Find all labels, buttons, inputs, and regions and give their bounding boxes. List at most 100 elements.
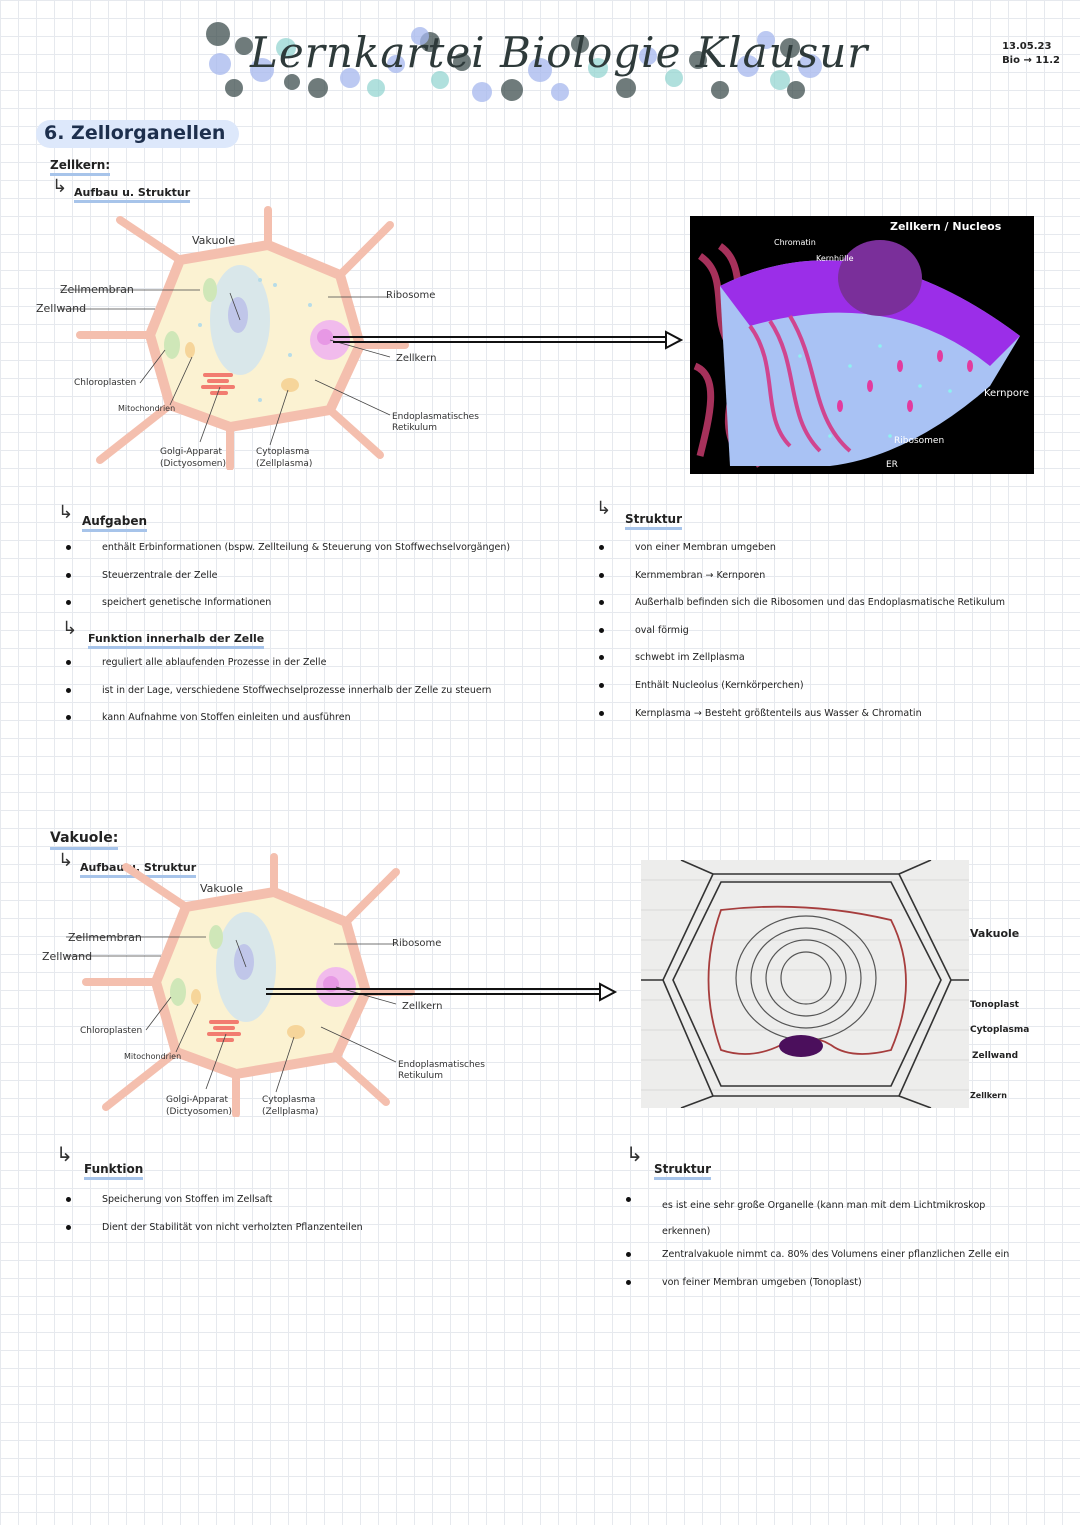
label-er: Endoplasmatisches Retikulum bbox=[392, 412, 479, 434]
label-cytoplasma-2-line1: Cytoplasma bbox=[262, 1095, 316, 1105]
nucleus-photo: Zellkern / Nucleos Chromatin Kernhülle K… bbox=[690, 216, 1034, 474]
vakuole-illustration bbox=[641, 860, 969, 1108]
section-title: 6. Zellorganellen bbox=[36, 120, 240, 148]
vakuole-photo bbox=[641, 860, 969, 1108]
photo-label-er: ER bbox=[886, 460, 898, 470]
vakuole-funktion-heading: Funktion bbox=[84, 1162, 144, 1180]
zellkern-heading-text: Zellkern: bbox=[50, 158, 111, 176]
photo-label-zellkern: Zellkern / Nucleos bbox=[890, 220, 1002, 233]
funktion-heading: Funktion innerhalb der Zelle bbox=[88, 632, 265, 649]
label-cytoplasma: Cytoplasma (Zellplasma) bbox=[256, 446, 312, 470]
label-chloroplasten: Chloroplasten bbox=[74, 378, 137, 388]
label-er-line2: Retikulum bbox=[392, 423, 438, 433]
aufgaben-list: enthält Erbinformationen (bspw. Zellteil… bbox=[65, 541, 510, 624]
label-ribosome-2: Ribosome bbox=[392, 938, 442, 949]
label-golgi-2-line1: Golgi-Apparat bbox=[166, 1095, 229, 1105]
label-cytoplasma-line1: Cytoplasma bbox=[256, 447, 310, 457]
label-cytoplasma-line2: (Zellplasma) bbox=[256, 459, 313, 469]
label-zellwand: Zellwand bbox=[36, 302, 87, 315]
vakuole-struktur-heading-text: Struktur bbox=[654, 1162, 712, 1180]
list-item: es ist eine sehr große Organelle (kann m… bbox=[626, 1193, 1022, 1248]
hook-arrow-icon: ↳ bbox=[596, 498, 612, 519]
vakuole-funktion-list: Speicherung von Stoffen im Zellsaft Dien… bbox=[66, 1193, 363, 1249]
struktur-list: von einer Membran umgeben Kernmembran → … bbox=[598, 541, 1005, 735]
list-item: Kernmembran → Kernporen bbox=[598, 569, 1005, 597]
list-item: Zentralvakuole nimmt ca. 80% des Volumen… bbox=[626, 1248, 1022, 1276]
aufbau-label-text: Aufbau u. Struktur bbox=[74, 186, 191, 203]
label-er-2: Endoplasmatisches Retikulum bbox=[398, 1060, 485, 1082]
photo-label-zellkern: Zellkern bbox=[970, 1091, 1007, 1100]
date-header: 13.05.23 Bio → 11.2 bbox=[1002, 40, 1060, 68]
course-text: Bio → 11.2 bbox=[1002, 55, 1060, 66]
aufgaben-heading-text: Aufgaben bbox=[82, 514, 148, 532]
photo-label-kernhuelle: Kernhülle bbox=[816, 254, 854, 263]
plant-cell-diagram-2 bbox=[66, 853, 415, 1117]
photo-label-tonoplast: Tonoplast bbox=[970, 1000, 1019, 1010]
page-title: Lernkartei Biologie Klausur bbox=[250, 28, 869, 77]
photo-label-chromatin: Chromatin bbox=[774, 238, 816, 247]
label-zellmembran: Zellmembran bbox=[60, 283, 134, 296]
label-golgi: Golgi-Apparat (Dictyosomen) bbox=[160, 446, 226, 470]
hook-arrow-icon: ↳ bbox=[52, 176, 68, 197]
label-mitochondrien: Mitochondrien bbox=[118, 404, 176, 413]
label-mitochondrien-2: Mitochondrien bbox=[124, 1052, 182, 1061]
list-item: enthält Erbinformationen (bspw. Zellteil… bbox=[65, 541, 510, 569]
aufgaben-heading: Aufgaben bbox=[82, 514, 148, 532]
label-er-line1: Endoplasmatisches bbox=[392, 412, 479, 422]
list-item: Kernplasma → Besteht größtenteils aus Wa… bbox=[598, 707, 1005, 735]
label-ribosome: Ribosome bbox=[386, 290, 436, 301]
zellkern-heading: Zellkern: bbox=[50, 158, 111, 176]
vakuole-heading-text: Vakuole: bbox=[50, 830, 119, 850]
label-golgi-line2: (Dictyosomen) bbox=[160, 459, 226, 469]
label-zellmembran-2: Zellmembran bbox=[68, 931, 142, 944]
list-item: kann Aufnahme von Stoffen einleiten und … bbox=[65, 711, 491, 739]
label-golgi-2-line2: (Dictyosomen) bbox=[166, 1107, 232, 1117]
title-decoration-dots bbox=[206, 22, 822, 102]
list-item: Steuerzentrale der Zelle bbox=[65, 569, 510, 597]
photo-label-ribosomen: Ribosomen bbox=[894, 436, 945, 446]
nucleus-illustration bbox=[690, 216, 1034, 474]
list-item: schwebt im Zellplasma bbox=[598, 651, 1005, 679]
list-item: Dient der Stabilität von nicht verholzte… bbox=[66, 1221, 363, 1249]
label-golgi-line1: Golgi-Apparat bbox=[160, 447, 223, 457]
label-vakuole: Vakuole bbox=[192, 234, 235, 247]
hook-arrow-icon: ↳ bbox=[56, 1142, 73, 1166]
hook-arrow-icon: ↳ bbox=[58, 850, 74, 871]
plant-cell-diagram bbox=[60, 206, 409, 470]
label-chloroplasten-2: Chloroplasten bbox=[80, 1026, 143, 1036]
label-er-2-line1: Endoplasmatisches bbox=[398, 1060, 485, 1070]
list-item: von feiner Membran umgeben (Tonoplast) bbox=[626, 1276, 1022, 1304]
label-zellkern-2: Zellkern bbox=[402, 1001, 443, 1012]
label-zellwand-2: Zellwand bbox=[42, 950, 93, 963]
list-item: Enthält Nucleolus (Kernkörperchen) bbox=[598, 679, 1005, 707]
list-item: speichert genetische Informationen bbox=[65, 596, 510, 624]
date-text: 13.05.23 bbox=[1002, 41, 1052, 52]
photo-label-zellwand: Zellwand bbox=[972, 1051, 1019, 1061]
list-item: ist in der Lage, verschiedene Stoffwechs… bbox=[65, 684, 491, 712]
hook-arrow-icon: ↳ bbox=[626, 1142, 643, 1166]
arrow-to-photo-icon bbox=[333, 330, 683, 350]
label-vakuole-2: Vakuole bbox=[200, 882, 243, 895]
label-zellkern: Zellkern bbox=[396, 353, 437, 364]
list-item: Speicherung von Stoffen im Zellsaft bbox=[66, 1193, 363, 1221]
vakuole-aufbau-label: Aufbau u. Struktur bbox=[80, 861, 197, 878]
label-cytoplasma-2-line2: (Zellplasma) bbox=[262, 1107, 319, 1117]
photo-label-cytoplasma: Cytoplasma bbox=[970, 1025, 1030, 1035]
vakuole-heading: Vakuole: bbox=[50, 830, 119, 850]
list-item: Außerhalb befinden sich die Ribosomen un… bbox=[598, 596, 1005, 624]
vakuole-aufbau-label-text: Aufbau u. Struktur bbox=[80, 861, 197, 878]
label-golgi-2: Golgi-Apparat (Dictyosomen) bbox=[166, 1094, 232, 1118]
label-cytoplasma-2: Cytoplasma (Zellplasma) bbox=[262, 1094, 318, 1118]
arrow-to-photo-icon bbox=[266, 982, 618, 1002]
struktur-heading-text: Struktur bbox=[625, 512, 683, 530]
vakuole-funktion-heading-text: Funktion bbox=[84, 1162, 144, 1180]
label-er-2-line2: Retikulum bbox=[398, 1071, 444, 1081]
photo-label-kernpore: Kernpore bbox=[984, 388, 1029, 399]
vakuole-struktur-heading: Struktur bbox=[654, 1162, 712, 1180]
hook-arrow-icon: ↳ bbox=[58, 502, 74, 523]
list-item: oval förmig bbox=[598, 624, 1005, 652]
hook-arrow-icon: ↳ bbox=[62, 618, 78, 639]
funktion-list: reguliert alle ablaufenden Prozesse in d… bbox=[65, 656, 491, 739]
funktion-heading-text: Funktion innerhalb der Zelle bbox=[88, 632, 265, 649]
struktur-heading: Struktur bbox=[625, 512, 683, 530]
